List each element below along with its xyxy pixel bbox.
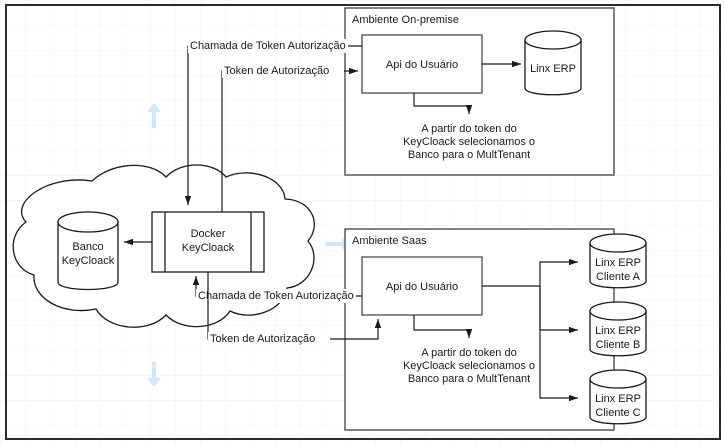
saas-note-line2: KeyCloack selecionamos o: [403, 360, 535, 372]
edge-onprem-api-to-note: [413, 93, 473, 114]
connection-hint-up-icon: [147, 103, 161, 128]
onpremise-api-box[interactable]: Api do Usuário: [361, 34, 483, 94]
edge-saas-request-label-bg: [196, 289, 356, 303]
edge-saas-api-to-note: [413, 315, 473, 338]
onpremise-api-label: Api do Usuário: [386, 59, 458, 71]
onpremise-note-line1: A partir do token do: [421, 123, 516, 135]
saas-note: A partir do token do KeyCloack seleciona…: [403, 347, 535, 385]
saas-client-c-line1: Linx ERP: [595, 393, 641, 405]
saas-client-a-line2: Cliente A: [596, 271, 641, 283]
banco-keycloack-database: Banco KeyCloack: [57, 211, 119, 291]
saas-client-c-database: Linx ERP Cliente C: [589, 369, 647, 425]
edge-saas-response-label-bg: [208, 332, 330, 346]
banco-label-line1: Banco: [72, 241, 103, 253]
edge-saas-to-client-c: [539, 286, 578, 402]
saas-client-b-line1: Linx ERP: [595, 325, 641, 337]
edge-saas-request-label: Chamada de Token Autorização: [198, 290, 354, 302]
connection-hint-down-icon: [147, 362, 161, 387]
saas-client-b-line2: Cliente B: [596, 339, 641, 351]
saas-client-c-line2: Cliente C: [595, 407, 640, 419]
edge-onprem-response-label: Token de Autorização: [224, 65, 329, 77]
saas-api-box[interactable]: Api do Usuário: [361, 256, 483, 316]
saas-client-a-database: Linx ERP Cliente A: [589, 233, 647, 289]
onpremise-container-label: Ambiente On-premise: [352, 14, 459, 26]
page-border: [5, 4, 721, 440]
docker-label-line2: KeyCloack: [182, 242, 235, 254]
saas-client-b-database: Linx ERP Cliente B: [589, 301, 647, 357]
saas-client-a-line1: Linx ERP: [595, 257, 641, 269]
onpremise-linx-erp-label: Linx ERP: [530, 63, 576, 75]
docker-label-line1: Docker: [191, 228, 226, 240]
edge-onprem-request-label: Chamada de Token Autorização: [190, 40, 346, 52]
edge-saas-response-label: Token de Autorização: [210, 333, 315, 345]
edge-onprem-request-label-bg: [188, 39, 348, 53]
onpremise-note-line2: KeyCloack selecionamos o: [403, 136, 535, 148]
docker-keycloack-component[interactable]: Docker KeyCloack: [151, 211, 265, 273]
onpremise-note-line3: Banco para o MultTenant: [408, 149, 530, 161]
saas-api-label: Api do Usuário: [386, 281, 458, 293]
edge-onprem-response-label-bg: [222, 64, 344, 78]
edge-saas-to-client-a: [539, 258, 578, 286]
saas-note-line1: A partir do token do: [421, 347, 516, 359]
onpremise-linx-erp-database: Linx ERP: [524, 30, 582, 96]
saas-container-label: Ambiente Saas: [352, 235, 427, 247]
saas-note-line3: Banco para o MultTenant: [408, 373, 530, 385]
onpremise-note: A partir do token do KeyCloack seleciona…: [403, 123, 535, 161]
banco-label-line2: KeyCloack: [62, 255, 115, 267]
